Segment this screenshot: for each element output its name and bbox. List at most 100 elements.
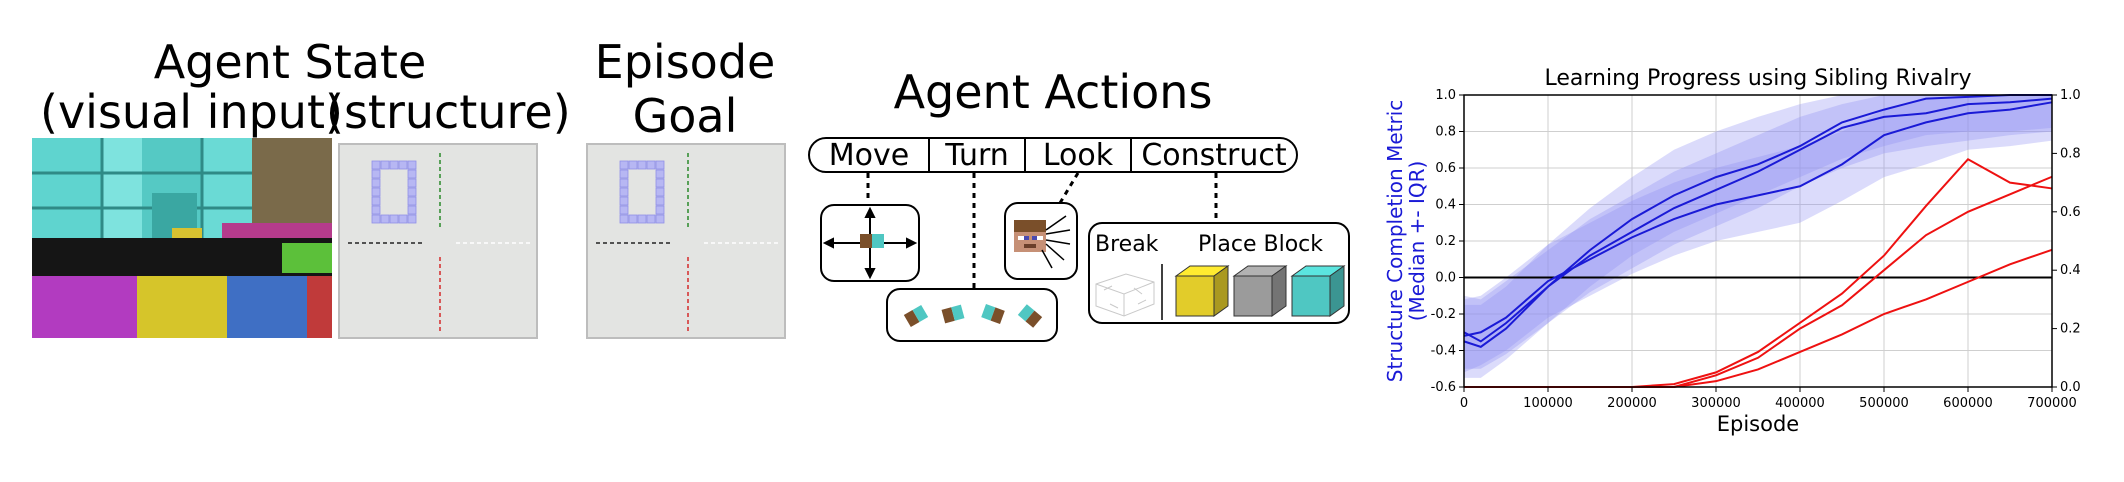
x-tick-label: 100000 [1523, 396, 1573, 411]
x-axis-label: Episode [1717, 412, 1799, 436]
structure-tile [637, 160, 647, 170]
x-tick-label: 400000 [1775, 396, 1825, 411]
structure-tile [619, 187, 629, 197]
structure-tile [619, 169, 629, 179]
structure-tile [655, 160, 665, 170]
structure-tile [407, 160, 417, 170]
minecraft-view-image [32, 138, 332, 338]
move-box [820, 204, 920, 282]
x-tick-label: 300000 [1691, 396, 1741, 411]
structure-tile [619, 205, 629, 215]
y-right-tick-label: 0.2 [2060, 322, 2081, 337]
y-tick-label: 0.8 [1435, 125, 1456, 140]
minecraft-scene-icon [32, 138, 332, 338]
structure-tile [407, 205, 417, 215]
structure-tile [371, 187, 381, 197]
y-tick-label: 0.0 [1435, 271, 1456, 286]
structure-diagram [348, 153, 530, 331]
action-look: Look [1024, 138, 1130, 173]
x-tick-label: 700000 [2027, 396, 2077, 411]
structure-tile [407, 169, 417, 179]
episode-goal-title-line2: Goal [632, 89, 738, 143]
move-arrows-icon [822, 206, 918, 280]
structure-tile [407, 187, 417, 197]
y-axis-label-line2: (Median +- IQR) [1405, 161, 1429, 322]
chart-title: Learning Progress using Sibling Rivalry [1544, 66, 1971, 91]
block-cube-icon [1290, 265, 1346, 317]
broken-block-icon [1095, 273, 1155, 317]
goal-structure-diagram [596, 153, 778, 331]
actions-bar: Move Turn Look Construct [808, 137, 1298, 173]
agent-state-title-structure: (structure) [326, 85, 571, 139]
agent-actions-title: Agent Actions [893, 65, 1213, 119]
structure-tile [637, 214, 647, 224]
structure-tile [655, 169, 665, 179]
completion-median-line [1463, 97, 2053, 343]
structure-tile [371, 205, 381, 215]
y-tick-label: 0.2 [1435, 234, 1456, 249]
y-axis-label-line1: Structure Completion Metric [1383, 100, 1407, 382]
iqr-band [1464, 95, 2052, 378]
action-connectors [866, 173, 1218, 288]
structure-tile [655, 196, 665, 206]
y-tick-label: -0.2 [1431, 307, 1456, 322]
structure-tile [371, 214, 381, 224]
structure-tile [628, 160, 638, 170]
y-right-tick-label: 0.4 [2060, 263, 2081, 278]
steve-head-look-icon [1014, 215, 1071, 269]
structure-tile [646, 214, 656, 224]
turn-box [886, 288, 1058, 342]
structure-tile [646, 160, 656, 170]
y-right-tick-label: 0.6 [2060, 205, 2081, 220]
construct-box: Break Place Block [1088, 222, 1350, 324]
structure-tile [371, 178, 381, 188]
construct-graphics [1095, 264, 1346, 320]
structure-tile [619, 160, 629, 170]
structure-tile [380, 214, 390, 224]
structure-tile [619, 214, 629, 224]
structure-tile [619, 178, 629, 188]
x-tick-label: 600000 [1943, 396, 1993, 411]
structure-tile [389, 160, 399, 170]
action-turn: Turn [928, 138, 1024, 173]
look-box [1004, 202, 1078, 280]
turn-poses-icon [903, 304, 1043, 328]
y-tick-label: 1.0 [1435, 88, 1456, 103]
block-cube-icon [1174, 265, 1230, 317]
structure-tile [398, 160, 408, 170]
completion-median-line [1463, 101, 2053, 337]
y-right-tick-label: 0.8 [2060, 146, 2081, 161]
break-label: Break [1095, 232, 1159, 257]
completion-median-line [1463, 94, 2052, 348]
action-construct: Construct [1130, 138, 1296, 173]
structure-tile [407, 196, 417, 206]
structure-tile [655, 205, 665, 215]
structure-tile [655, 214, 665, 224]
episode-goal-panel [586, 143, 786, 339]
y-tick-label: -0.6 [1431, 380, 1456, 395]
y-right-tick-label: 1.0 [2060, 88, 2081, 103]
y-right-tick-label: 0.0 [2060, 380, 2081, 395]
agent-state-title-line1: Agent State [153, 35, 427, 89]
structure-tile [407, 214, 417, 224]
structure-tile [371, 169, 381, 179]
place-block-label: Place Block [1198, 232, 1323, 257]
structure-tile [380, 160, 390, 170]
y-tick-label: -0.4 [1431, 344, 1456, 359]
y-tick-label: 0.4 [1435, 198, 1456, 213]
agent-structure-panel [338, 143, 538, 339]
episode-goal-title-line1: Episode [594, 35, 776, 89]
structure-tile [628, 214, 638, 224]
structure-tile [655, 187, 665, 197]
structure-tile [398, 214, 408, 224]
action-move: Move [828, 137, 910, 173]
x-tick-label: 200000 [1607, 396, 1657, 411]
iqr-band [1464, 95, 2052, 373]
x-tick-label: 0 [1460, 396, 1468, 411]
block-cube-icon [1232, 265, 1288, 317]
iqr-band [1464, 95, 2052, 369]
structure-tile [371, 160, 381, 170]
structure-tile [389, 214, 399, 224]
structure-tile [619, 196, 629, 206]
